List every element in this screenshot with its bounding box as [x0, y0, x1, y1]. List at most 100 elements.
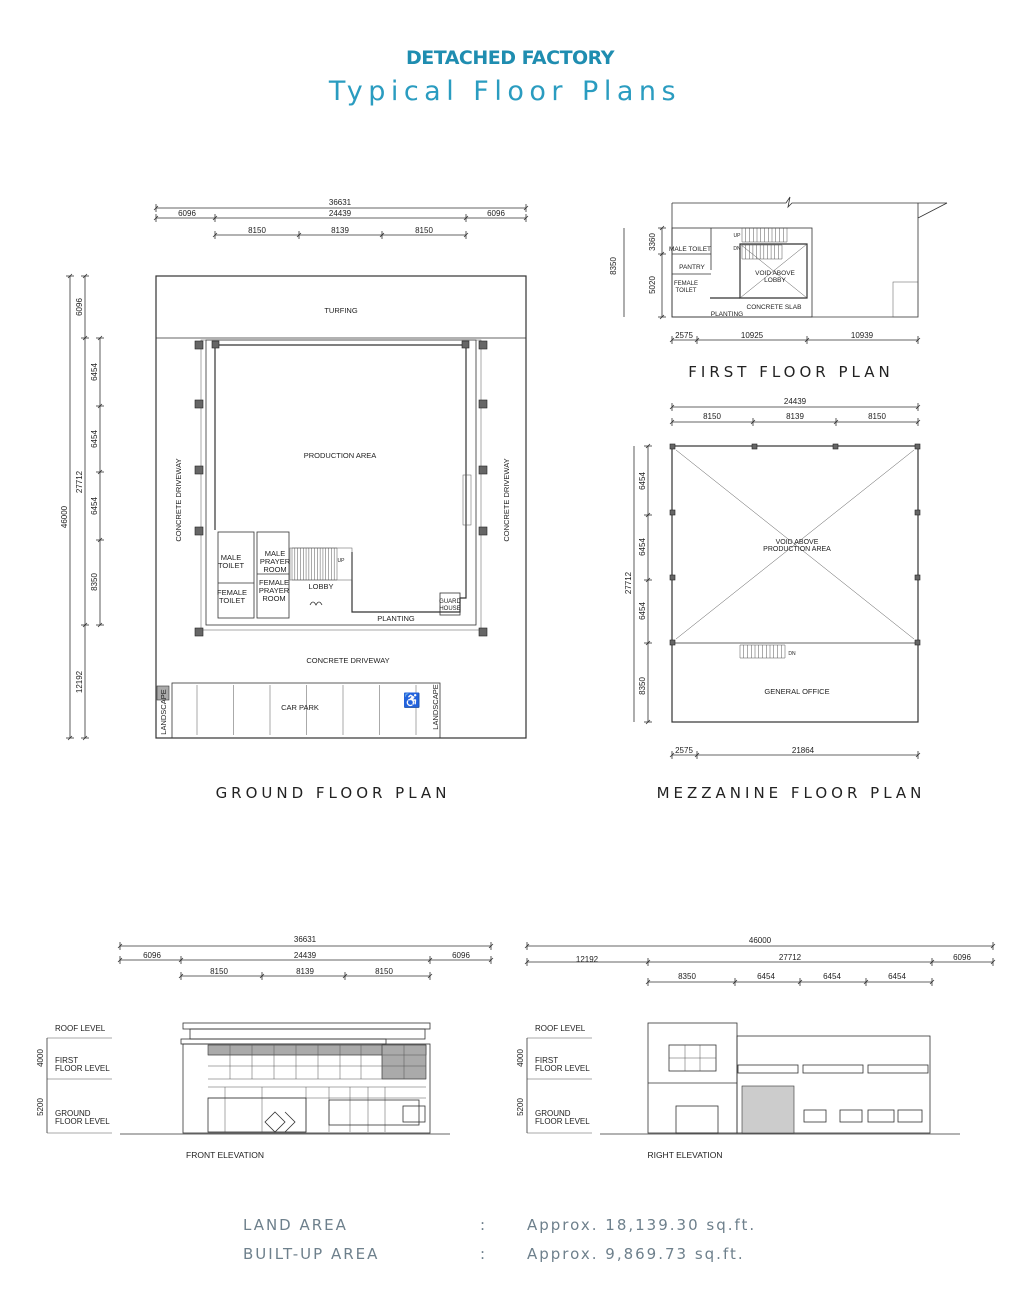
general-office-label: GENERAL OFFICE — [764, 687, 829, 696]
dim-sub: 8139 — [786, 412, 804, 421]
planting-label: PLANTING — [377, 614, 415, 623]
dim-top: 6096 — [452, 951, 470, 960]
dim-sub: 8150 — [415, 226, 433, 235]
height-first: 4000 — [516, 1049, 525, 1067]
concrete-driveway-front-label: CONCRETE DRIVEWAY — [306, 656, 389, 665]
dim-left: 8350 — [609, 257, 618, 275]
dim-overall: 24439 — [784, 397, 807, 406]
dim-sub: 8150 — [703, 412, 721, 421]
dim-bottom: 2575 — [675, 746, 693, 755]
service-core — [217, 531, 461, 619]
front-facade — [120, 1022, 450, 1135]
dimension-tick — [82, 622, 88, 628]
dim-bottom: 21864 — [792, 746, 815, 755]
dim-left: 27712 — [624, 571, 633, 594]
staircase — [739, 644, 786, 659]
lobby-door — [309, 601, 323, 606]
dimension-tick — [97, 537, 103, 543]
concrete-driveway-left-label: CONCRETE DRIVEWAY — [174, 458, 183, 541]
mezzanine-columns — [669, 443, 921, 646]
accessible-parking-icon: ♿ — [403, 692, 420, 709]
dimension-tick — [669, 337, 675, 343]
dim-sub: 8139 — [331, 226, 349, 235]
dimension-tick — [732, 979, 738, 985]
first-floor-plan-title: FIRST FLOOR PLAN — [688, 363, 893, 381]
mezzanine-floor-plan-title: MEZZANINE FLOOR PLAN — [657, 784, 926, 802]
dimension-tick — [669, 419, 675, 425]
dim-sub: 8150 — [375, 967, 393, 976]
dimension-tick — [750, 419, 756, 425]
dimension-tick — [524, 943, 530, 949]
roof-level-label: ROOF LEVEL — [55, 1024, 106, 1033]
dimension-tick — [915, 752, 921, 758]
dimension-tick — [645, 719, 651, 725]
dimension-tick — [990, 959, 996, 965]
dimension-tick — [929, 979, 935, 985]
dimension-tick — [915, 419, 921, 425]
dimension-tick — [694, 337, 700, 343]
dimension-ticks — [669, 751, 921, 759]
dimension-ticks — [153, 204, 529, 212]
car-park-stalls — [196, 685, 417, 735]
dimension-ticks — [96, 335, 104, 628]
dim-sub: 8150 — [210, 967, 228, 976]
male-toilet-label: MALE TOILET — [669, 246, 711, 253]
staircase — [741, 227, 788, 243]
dimension-tick — [97, 469, 103, 475]
dim-left-overall: 46000 — [60, 505, 69, 528]
dimension-tick — [669, 404, 675, 410]
built-up-area-value: Approx. 9,869.73 sq.ft. — [527, 1245, 745, 1263]
landscape-right-label: LANDSCAPE — [431, 684, 440, 729]
dimension-tick — [463, 232, 469, 238]
page-title: DETACHED FACTORY — [406, 47, 615, 69]
dimension-tick — [659, 225, 665, 231]
right-elevation: 46000 12192 27712 6096 8350 6454 6454 64… — [516, 936, 996, 1160]
dimension-tick — [523, 205, 529, 211]
dimension-tick — [97, 335, 103, 341]
dimension-tick — [645, 512, 651, 518]
dimension-tick — [463, 215, 469, 221]
land-area-value: Approx. 18,139.30 sq.ft. — [527, 1216, 756, 1234]
dim-top: 6096 — [143, 951, 161, 960]
dimension-tick — [659, 251, 665, 257]
dimension-tick — [427, 973, 433, 979]
dimension-tick — [804, 337, 810, 343]
turfing-label: TURFING — [324, 306, 357, 315]
dimension-tick — [524, 959, 530, 965]
dim-top: 6096 — [953, 953, 971, 962]
height-ground: 5200 — [516, 1098, 525, 1116]
car-park-label: CAR PARK — [281, 703, 319, 712]
dimension-tick — [645, 577, 651, 583]
concrete-driveway-right-label: CONCRETE DRIVEWAY — [502, 458, 511, 541]
dimension-tick — [97, 622, 103, 628]
dimension-tick — [488, 957, 494, 963]
dimension-ticks — [658, 225, 666, 320]
dim-left-sub: 6454 — [638, 538, 647, 556]
dimension-ticks — [81, 273, 89, 741]
dimension-ticks — [117, 956, 494, 964]
staircase — [291, 547, 338, 581]
dimension-tick — [797, 979, 803, 985]
dimension-tick — [523, 215, 529, 221]
stair-up-label: UP — [734, 233, 742, 239]
dim-overall: 36631 — [294, 935, 317, 944]
dimension-tick — [153, 205, 159, 211]
dimension-tick — [296, 232, 302, 238]
dimension-ticks — [669, 336, 921, 344]
dim-top: 6096 — [178, 209, 196, 218]
dim-left: 12192 — [75, 670, 84, 693]
land-area-label: LAND AREA — [243, 1216, 348, 1234]
dim-sub: 6454 — [757, 972, 775, 981]
dim-overall: 46000 — [749, 936, 772, 945]
dim-left: 27712 — [75, 470, 84, 493]
concrete-slab-label: CONCRETE SLAB — [747, 304, 802, 311]
ground-floor-plan: 36631 6096 24439 6096 8150 8139 8150 460… — [60, 198, 529, 802]
dimension-tick — [82, 335, 88, 341]
